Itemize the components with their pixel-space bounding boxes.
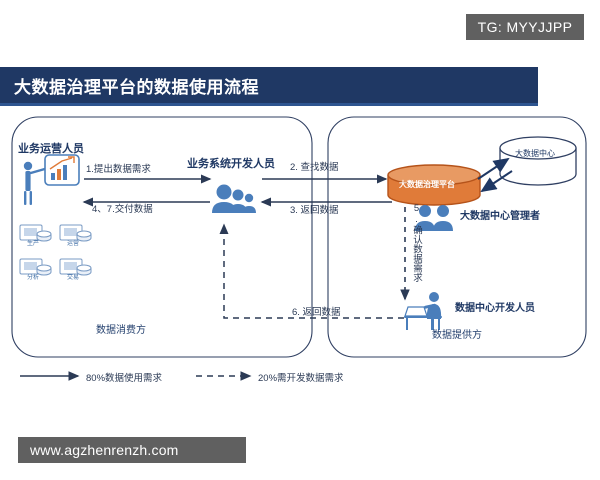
tile-operation: [59, 224, 92, 242]
chart-board-icon: [44, 154, 80, 186]
tile-production: [19, 224, 52, 242]
legend-svg: [20, 371, 252, 381]
legend-label-dashed: 20%需开发数据需求: [258, 373, 344, 384]
desk-worker-icon: [404, 292, 442, 330]
flow-label-5: 5.确认数据需求: [411, 203, 422, 282]
diagram-svg: [11, 116, 587, 358]
zone-label-provider: 数据提供方: [432, 330, 482, 341]
center-to-platform-arrow: [480, 170, 513, 193]
zone-label-consumer: 数据消费方: [96, 325, 146, 336]
presenter-icon: [23, 161, 46, 205]
tile-caption-transaction: 交易: [66, 275, 79, 281]
managers-icon: [415, 205, 453, 231]
flow-label-1: 1.提出数据需求: [86, 164, 151, 175]
role-label-business-developer: 业务系统开发人员: [187, 158, 275, 170]
flow-label-6: 6. 返回数据: [292, 307, 341, 318]
flow-label-3: 3. 返回数据: [290, 205, 339, 216]
tile-analysis: [19, 258, 52, 276]
tile-transaction: [59, 258, 92, 276]
watermark-tag: TG: MYYJJPP: [466, 14, 584, 40]
platform-to-center-arrow: [477, 157, 510, 180]
tile-caption-analysis: 分析: [26, 275, 39, 281]
tile-icons: [19, 224, 92, 276]
role-label-business-operator: 业务运营人员: [18, 143, 84, 155]
tile-caption-production: 生产: [26, 241, 39, 247]
consumer-zone-panel: [11, 116, 313, 358]
system-label-data-center: 大数据中心: [515, 149, 555, 158]
diagram-canvas: 业务运营人员 业务系统开发人员 1.提出数据需求 4、7.交付数据 2. 查找数…: [0, 103, 600, 413]
flow-label-47: 4、7.交付数据: [92, 204, 153, 215]
role-label-bigdata-manager: 大数据中心管理者: [460, 211, 540, 222]
people-group-icon: [212, 184, 256, 213]
legend: 80%数据使用需求 20%需开发数据需求: [0, 360, 600, 394]
flow-label-2: 2. 查找数据: [290, 162, 339, 173]
legend-label-solid: 80%数据使用需求: [86, 373, 163, 384]
title-bar: 大数据治理平台的数据使用流程: [0, 67, 538, 106]
flow-arrow-6: [219, 223, 404, 319]
data-center-cylinder: [499, 136, 577, 186]
page-title: 大数据治理平台的数据使用流程: [14, 77, 259, 97]
role-label-datacenter-developer: 数据中心开发人员: [455, 303, 535, 314]
system-label-governance-platform: 大数据治理平台: [399, 180, 455, 189]
footer-url-watermark: www.agzhenrenzh.com: [18, 437, 246, 463]
governance-platform-cylinder: [387, 164, 481, 206]
tile-caption-operation: 运营: [66, 241, 79, 247]
